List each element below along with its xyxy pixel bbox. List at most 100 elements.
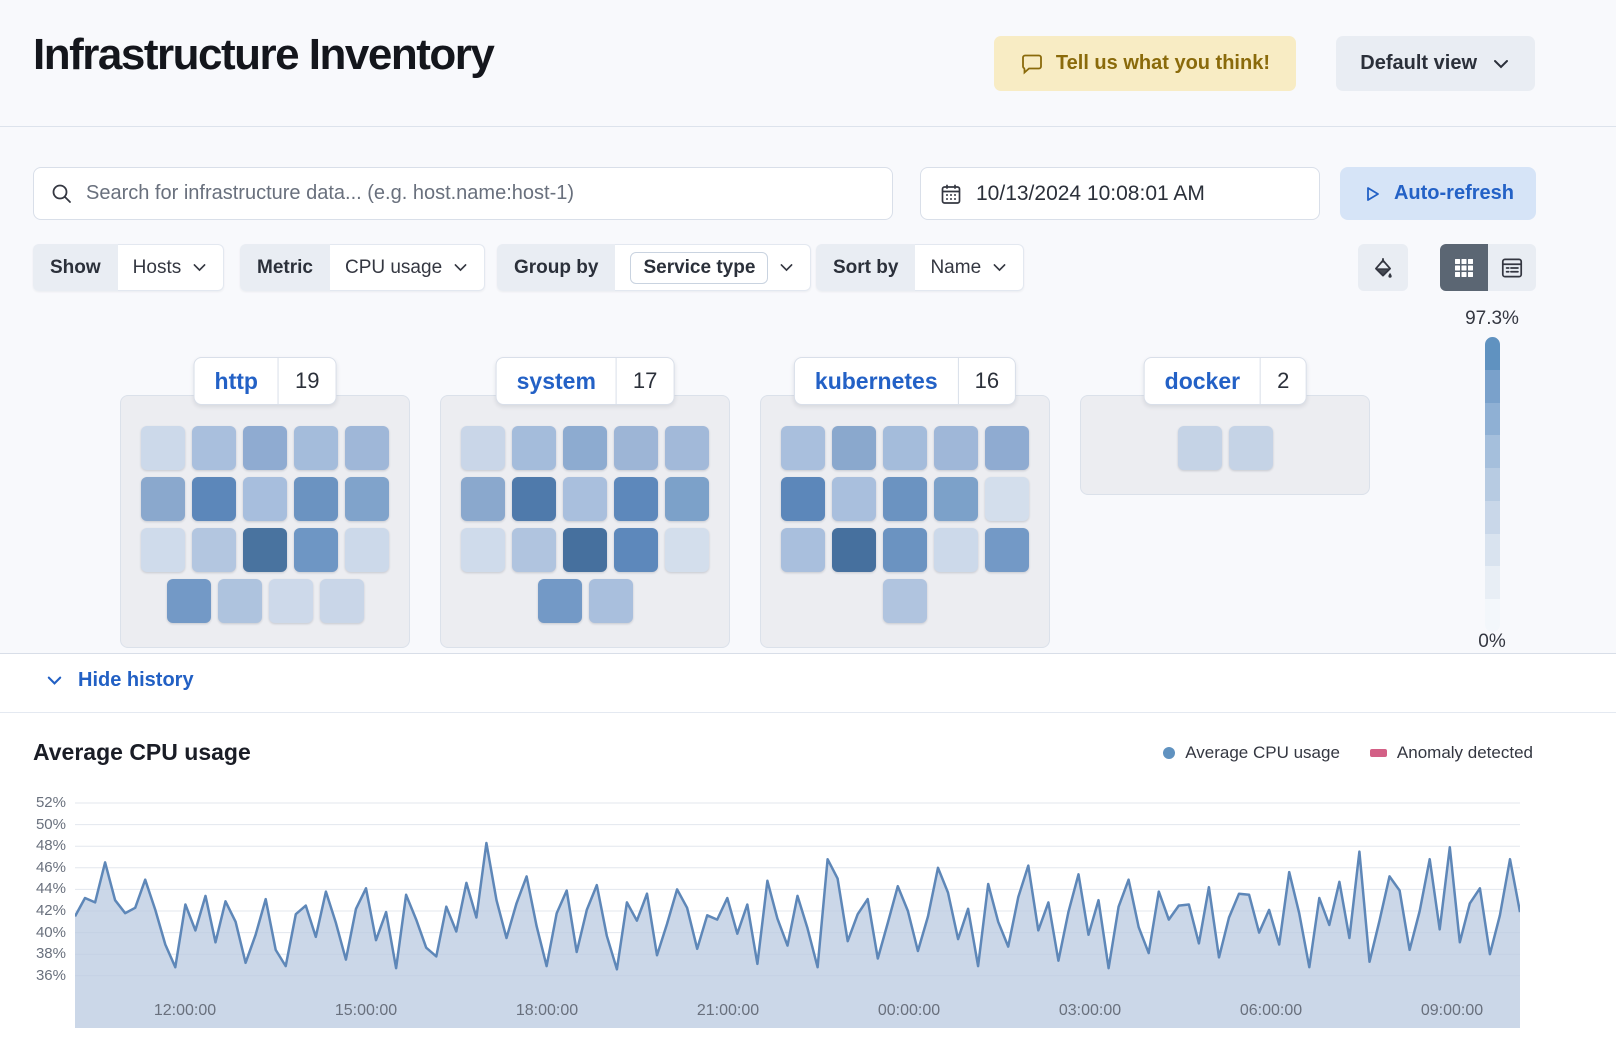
host-tile[interactable] (192, 528, 236, 572)
show-control: Show Hosts (33, 244, 225, 291)
color-scale-bar (1485, 337, 1500, 632)
host-tile[interactable] (563, 426, 607, 470)
legend-dot-marker (1163, 747, 1176, 759)
group-name-link[interactable]: http (214, 367, 258, 394)
hide-history-toggle[interactable]: Hide history (45, 669, 194, 692)
tile-row (141, 528, 389, 572)
groupby-selector[interactable]: Service type (615, 244, 812, 291)
search-bar[interactable] (33, 167, 893, 220)
search-input[interactable] (86, 182, 876, 205)
host-tile[interactable] (934, 477, 978, 521)
host-tile[interactable] (166, 579, 211, 623)
host-tile[interactable] (294, 426, 338, 470)
host-tile[interactable] (614, 426, 658, 470)
tile-row (537, 579, 633, 623)
host-tile[interactable] (345, 426, 389, 470)
host-tile[interactable] (614, 528, 658, 572)
host-tile[interactable] (512, 477, 556, 521)
host-tile[interactable] (781, 426, 825, 470)
cpu-history-chart-panel: Average CPU usage Average CPU usage Anoma… (0, 712, 1616, 1038)
sortby-control: Sort by Name (816, 244, 1025, 291)
feedback-button[interactable]: Tell us what you think! (993, 36, 1296, 91)
host-tile[interactable] (563, 528, 607, 572)
host-tile[interactable] (512, 528, 556, 572)
host-tile[interactable] (1228, 426, 1273, 470)
host-tile[interactable] (345, 477, 389, 521)
host-tile[interactable] (883, 528, 927, 572)
host-tile[interactable] (934, 426, 978, 470)
host-tile[interactable] (512, 426, 556, 470)
group-count: 19 (294, 368, 320, 393)
host-tile[interactable] (537, 579, 582, 623)
auto-refresh-button[interactable]: Auto-refresh (1340, 167, 1536, 220)
host-tile[interactable] (832, 477, 876, 521)
host-tile[interactable] (985, 477, 1029, 521)
host-tile[interactable] (217, 579, 262, 623)
host-tile[interactable] (141, 528, 185, 572)
host-tile[interactable] (934, 528, 978, 572)
host-tile[interactable] (985, 426, 1029, 470)
divider (957, 358, 959, 404)
chevron-down-icon (780, 264, 793, 272)
host-tile[interactable] (461, 528, 505, 572)
host-tile[interactable] (883, 426, 927, 470)
host-tile[interactable] (294, 477, 338, 521)
host-tile[interactable] (243, 426, 287, 470)
host-tile[interactable] (192, 477, 236, 521)
groupby-value-pill[interactable]: Service type (630, 251, 769, 284)
host-tile[interactable] (665, 528, 709, 572)
scale-step (1485, 533, 1500, 567)
metric-control: Metric CPU usage (240, 244, 486, 291)
host-tile[interactable] (614, 477, 658, 521)
sortby-selector[interactable]: Name (915, 244, 1025, 291)
host-tile[interactable] (268, 579, 313, 623)
host-tile[interactable] (294, 528, 338, 572)
group-card (440, 395, 730, 648)
host-tile[interactable] (345, 528, 389, 572)
host-tile[interactable] (563, 477, 607, 521)
host-tile[interactable] (883, 579, 927, 623)
host-tile[interactable] (665, 426, 709, 470)
host-tile[interactable] (319, 579, 364, 623)
group-name-link[interactable]: kubernetes (814, 367, 938, 394)
host-tile[interactable] (192, 426, 236, 470)
host-tile[interactable] (461, 426, 505, 470)
y-tick-label: 42% (35, 902, 66, 919)
host-tile[interactable] (665, 477, 709, 521)
x-tick-label: 15:00:00 (334, 1002, 398, 1019)
group-name-link[interactable]: system (516, 367, 596, 394)
host-tile[interactable] (883, 477, 927, 521)
host-tile[interactable] (781, 528, 825, 572)
group-card (760, 395, 1050, 648)
metric-selector[interactable]: CPU usage (329, 244, 486, 291)
host-tile[interactable] (832, 528, 876, 572)
tile-row (781, 477, 1029, 521)
grid-view-button[interactable] (1440, 244, 1488, 291)
host-tile[interactable] (985, 528, 1029, 572)
table-view-button[interactable] (1488, 244, 1536, 291)
sortby-label: Sort by (816, 244, 916, 291)
group-name-link[interactable]: docker (1164, 367, 1241, 394)
saved-view-selector[interactable]: Default view (1336, 36, 1535, 91)
y-tick-label: 40% (35, 923, 66, 941)
group-label-pill: http 19 (193, 357, 337, 405)
host-tile[interactable] (243, 477, 287, 521)
search-icon (50, 182, 74, 206)
host-tile[interactable] (243, 528, 287, 572)
host-tile[interactable] (461, 477, 505, 521)
show-selector[interactable]: Hosts (117, 244, 225, 291)
host-tile[interactable] (1177, 426, 1222, 470)
tile-row (781, 528, 1029, 572)
host-tile[interactable] (588, 579, 633, 623)
legend-item[interactable]: Anomaly detected (1369, 743, 1533, 763)
chart-title: Average CPU usage (33, 739, 251, 765)
color-palette-button[interactable] (1358, 244, 1408, 291)
host-tile[interactable] (141, 477, 185, 521)
host-tile[interactable] (141, 426, 185, 470)
view-mode-toggle (1440, 244, 1536, 291)
host-tile[interactable] (832, 426, 876, 470)
legend-item[interactable]: Average CPU usage (1163, 743, 1340, 763)
date-time-picker[interactable]: 10/13/2024 10:08:01 AM (920, 167, 1320, 220)
host-tile[interactable] (781, 477, 825, 521)
